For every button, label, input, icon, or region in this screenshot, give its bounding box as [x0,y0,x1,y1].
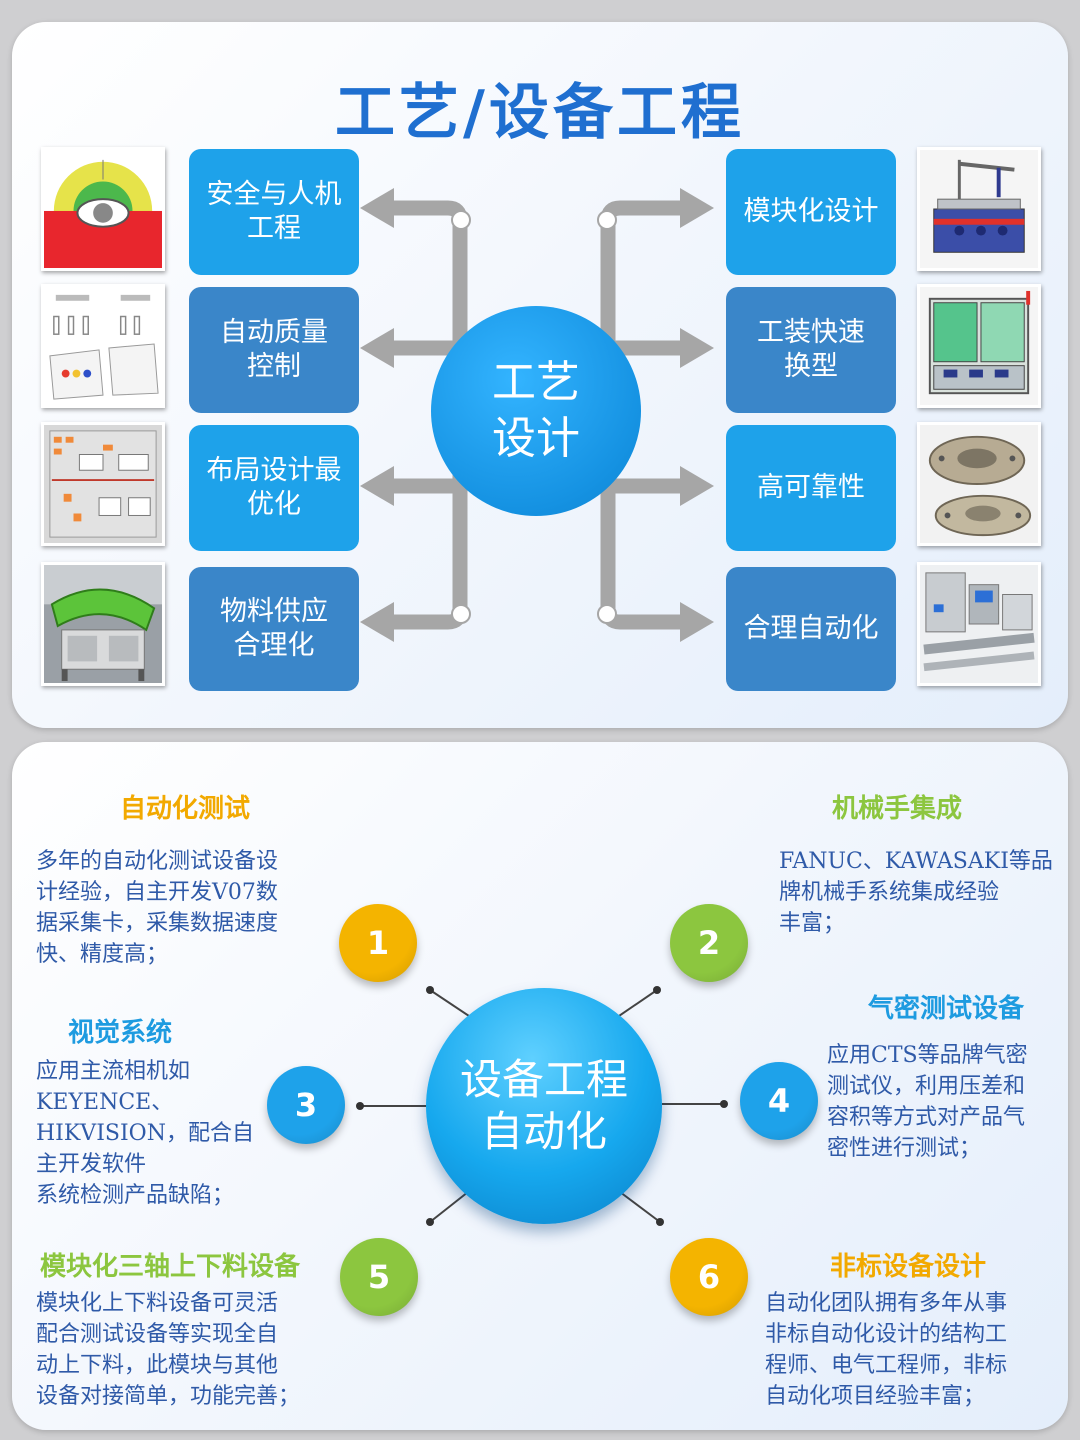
tile-reasonable-automation-label: 合理自动化 [743,613,879,644]
arrow-head-left-2 [360,328,394,368]
item-5-title: 模块化三轴上下料设备 [40,1252,301,1282]
arrow-head-left-3 [360,466,394,506]
item-2-number: 2 [670,904,748,982]
item-4-title: 气密测试设备 [868,994,1025,1024]
arrow-head-right-1 [680,188,714,228]
tile-safety-ergonomics: 安全与人机 工程 [189,149,359,275]
conveyor-machine-image [41,562,165,686]
tile-modular-design: 模块化设计 [726,149,896,275]
item-1-body: 多年的自动化测试设备设 计经验，自主开发V07数 据采集卡，采集数据速度 快、精… [36,849,279,967]
tile-safety-ergonomics-label: 安全与人机 工程 [206,179,342,244]
item-1-number: 1 [339,904,417,982]
item-3-number: 3 [267,1066,345,1144]
item-2-body: FANUC、KAWASAKI等品 牌机械手系统集成经验 丰富； [779,849,1053,936]
safety-zone-image [41,147,165,271]
tile-quick-changeover-label: 工装快速 换型 [757,317,865,382]
tile-material-supply: 物料供应 合理化 [189,567,359,691]
process-design-hub: 工艺 设计 [431,306,641,516]
tile-auto-quality-control: 自动质量 控制 [189,287,359,413]
arrow-head-left-1 [360,188,394,228]
tile-layout-optimization-label: 布局设计最 优化 [206,455,342,520]
robot-cell-image [917,147,1041,271]
tile-modular-design-label: 模块化设计 [743,196,879,227]
item-1-title: 自动化测试 [120,794,251,824]
layout-plan-image [41,422,165,546]
enclosure-cabinet-image [917,284,1041,408]
item-5-number: 5 [340,1238,418,1316]
item-6-title: 非标设备设计 [830,1252,987,1282]
item-6-body: 自动化团队拥有多年从事 非标自动化设计的结构工 程师、电气工程师，非标 自动化项… [765,1291,1008,1409]
tile-layout-optimization: 布局设计最 优化 [189,425,359,551]
equipment-automation-panel: 设备工程 自动化 自动化测试 多年的自动化测试设备设 计经验，自主开发V07数 … [12,742,1068,1430]
tile-high-reliability-label: 高可靠性 [757,472,865,503]
item-3-title: 视觉系统 [68,1018,173,1048]
arrow-head-right-3 [680,466,714,506]
fixture-plate-image [917,422,1041,546]
item-4-body: 应用CTS等品牌气密 测试仪，利用压差和 容积等方式对产品气 密性进行测试； [827,1043,1028,1161]
arrow-head-right-2 [680,328,714,368]
item-4-number: 4 [740,1062,818,1140]
quality-control-image [41,284,165,408]
page-title: 工艺/设备工程 [335,78,745,148]
process-design-hub-label: 工艺 设计 [492,357,580,464]
tile-auto-quality-control-label: 自动质量 控制 [220,317,328,382]
tile-reasonable-automation: 合理自动化 [726,567,896,691]
equipment-automation-hub-label: 设备工程 自动化 [459,1055,628,1156]
automation-line-image [917,562,1041,686]
tile-high-reliability: 高可靠性 [726,425,896,551]
hub-spokes [356,986,728,1226]
arrow-head-left-4 [360,602,394,642]
item-5-body: 模块化上下料设备可灵活 配合测试设备等实现全自 动上下料，此模块与其他 设备对接… [36,1291,301,1409]
tile-quick-changeover: 工装快速 换型 [726,287,896,413]
process-design-panel: 工艺/设备工程 [12,22,1068,728]
equipment-automation-hub: 设备工程 自动化 [426,988,662,1224]
item-2-title: 机械手集成 [832,794,963,824]
item-3-body: 应用主流相机如 KEYENCE、 HIKVISION，配合自 主开发软件 系统检… [36,1059,254,1208]
item-6-number: 6 [670,1238,748,1316]
arrow-head-right-4 [680,602,714,642]
tile-material-supply-label: 物料供应 合理化 [220,596,328,661]
